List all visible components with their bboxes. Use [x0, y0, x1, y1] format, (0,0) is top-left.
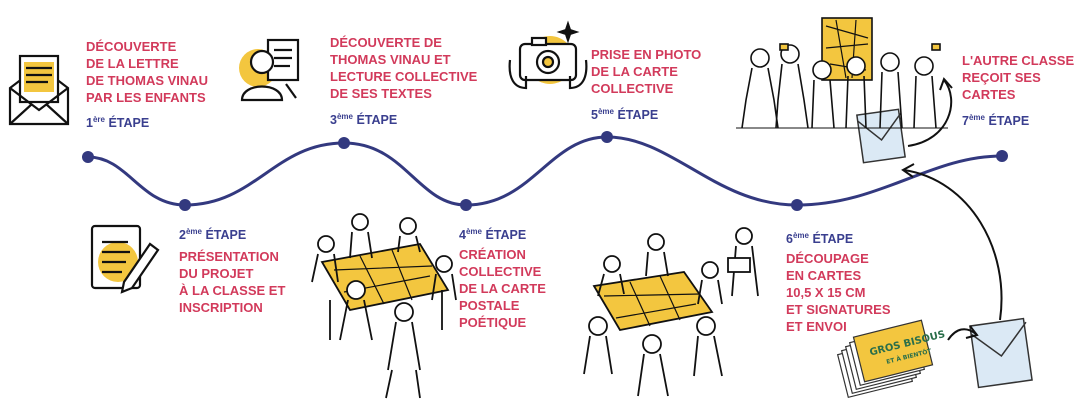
step-4-line: CRÉATION [459, 247, 526, 262]
step-1-line: DE THOMAS VINAU [86, 73, 209, 88]
step-2-title: 2ème ÉTAPE [179, 227, 247, 242]
step-3-description: DÉCOUVERTE DE THOMAS VINAU ET LECTURE CO… [330, 34, 477, 102]
envelope-letter-icon [8, 54, 70, 126]
step-7-description: L'AUTRE CLASSE REÇOIT SES CARTES [962, 52, 1074, 103]
reader-icon [239, 38, 300, 102]
timeline-curve [87, 135, 1003, 207]
step-5-title: 5ème ÉTAPE [591, 107, 659, 122]
step-2-description: PRÉSENTATION DU PROJET À LA CLASSE ET IN… [179, 248, 285, 316]
group-drawing-icon [311, 213, 457, 399]
step-6-line: 10,5 X 15 CM [786, 285, 866, 300]
step-6-line: ET SIGNATURES [786, 302, 891, 317]
arrow-to-class [901, 77, 1003, 321]
step-7-line: CARTES [962, 87, 1016, 102]
step-7-line: REÇOIT SES [962, 70, 1041, 85]
step-5-line: PRISE EN PHOTO [591, 47, 702, 62]
timeline-node-5 [601, 131, 613, 143]
step-6-description: DÉCOUPAGE EN CARTES 10,5 X 15 CM ET SIGN… [786, 250, 891, 335]
step-6-line: EN CARTES [786, 268, 862, 283]
step-5-line: COLLECTIVE [591, 81, 674, 96]
cards-stack-icon [836, 319, 934, 399]
step-4-title: 4ème ÉTAPE [459, 227, 527, 242]
timeline-node-7 [996, 150, 1008, 162]
step-5-description: PRISE EN PHOTO DE LA CARTE COLLECTIVE [591, 46, 701, 97]
arrow-to-envelope [947, 325, 979, 341]
step-3-line: DÉCOUVERTE DE [330, 35, 442, 50]
step-4-description: CRÉATION COLLECTIVE DE LA CARTE POSTALE … [459, 246, 546, 331]
step-4-line: DE LA CARTE [459, 281, 546, 296]
envelope-icon-top [856, 108, 906, 164]
step-3-line: DE SES TEXTES [330, 86, 432, 101]
step-1-description: DÉCOUVERTE DE LA LETTRE DE THOMAS VINAU … [86, 38, 208, 106]
step-6-title: 6ème ÉTAPE [786, 231, 854, 246]
camera-icon [508, 20, 588, 90]
step-2-line: PRÉSENTATION [179, 249, 279, 264]
step-1-line: PAR LES ENFANTS [86, 90, 206, 105]
step-5-line: DE LA CARTE [591, 64, 678, 79]
envelope-icon-bottom [969, 317, 1033, 389]
step-3-title: 3ème ÉTAPE [330, 112, 398, 127]
step-1-line: DE LA LETTRE [86, 56, 179, 71]
step-4-line: POÉTIQUE [459, 315, 527, 330]
step-3-line: LECTURE COLLECTIVE [330, 69, 478, 84]
step-1-line: DÉCOUVERTE [86, 39, 177, 54]
timeline-node-2 [179, 199, 191, 211]
timeline-node-3 [338, 137, 350, 149]
step-6-line: DÉCOUPAGE [786, 251, 869, 266]
step-2-line: À LA CLASSE ET [179, 283, 286, 298]
step-4-line: COLLECTIVE [459, 264, 542, 279]
timeline-node-6 [791, 199, 803, 211]
timeline-node-1 [82, 151, 94, 163]
step-2-line: INSCRIPTION [179, 300, 263, 315]
class-receiving-icon [736, 17, 948, 129]
step-6-line: ET ENVOI [786, 319, 847, 334]
step-3-line: THOMAS VINAU ET [330, 52, 451, 67]
step-2-line: DU PROJET [179, 266, 254, 281]
group-cutting-icon [583, 227, 759, 397]
step-1-title: 1ère ÉTAPE [86, 115, 150, 130]
step-4-line: POSTALE [459, 298, 520, 313]
pencil-document-icon [90, 224, 160, 294]
step-7-title: 7ème ÉTAPE [962, 113, 1030, 128]
step-7-line: L'AUTRE CLASSE [962, 53, 1075, 68]
timeline-node-4 [460, 199, 472, 211]
